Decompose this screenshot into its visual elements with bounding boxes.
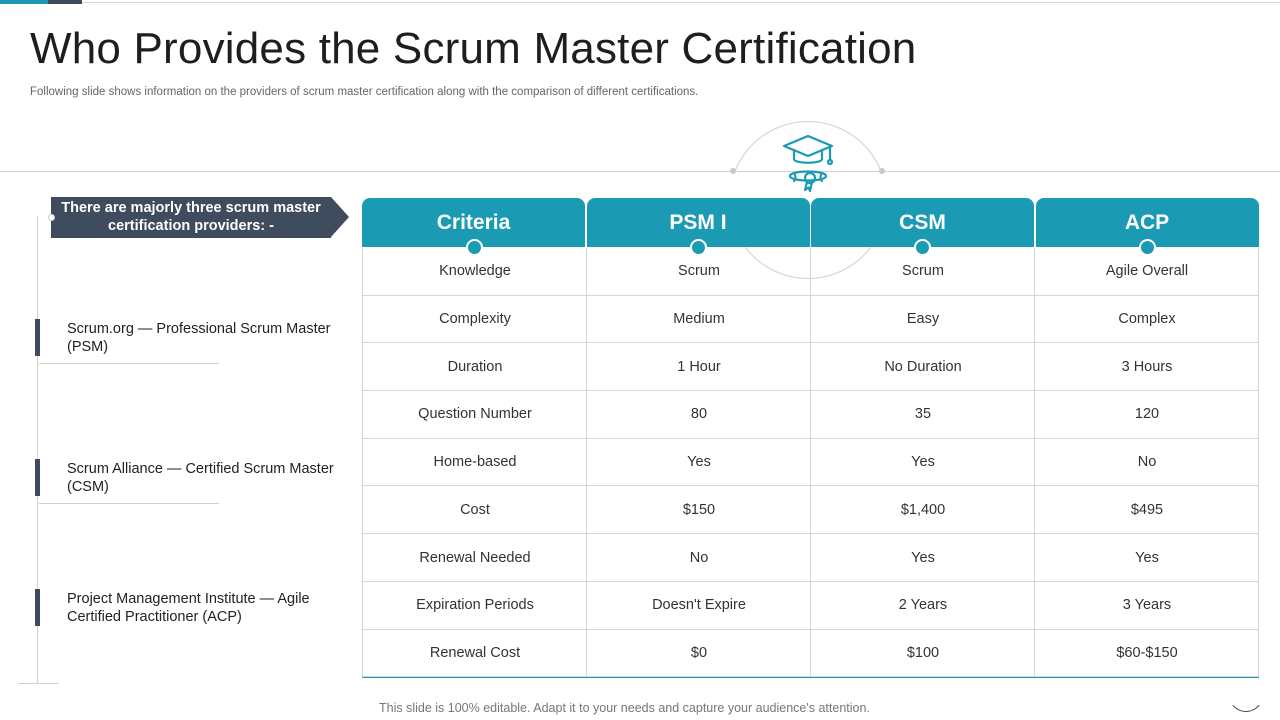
criteria-cell: Complexity (439, 311, 511, 328)
value-cell: Easy (906, 311, 940, 328)
graduation-cap-diploma-icon (782, 134, 834, 193)
header-psm: PSM I (586, 198, 810, 247)
header-dot (690, 239, 707, 256)
value-cell: 120 (1134, 406, 1160, 423)
page-title: Who Provides the Scrum Master Certificat… (30, 24, 917, 73)
value-cell: $1,400 (900, 501, 946, 518)
value-cell: Yes (911, 549, 935, 566)
arc-dot-left (730, 168, 736, 174)
value-cell: Agile Overall (1105, 263, 1189, 280)
provider-divider (39, 503, 219, 504)
value-cell: No (689, 549, 709, 566)
value-cell: 80 (690, 406, 708, 423)
header-criteria: Criteria (362, 198, 585, 247)
value-cell: $150 (682, 501, 716, 518)
value-cell: Scrum (902, 263, 944, 280)
value-cell: 1 Hour (677, 358, 721, 375)
timeline-dot (48, 214, 55, 221)
header-csm: CSM (811, 198, 1034, 247)
value-cell: 3 Hours (1121, 358, 1173, 375)
accent-bar-teal (0, 0, 48, 4)
criteria-cell: Duration (447, 358, 503, 375)
header-dot (1139, 239, 1156, 256)
value-cell: No (1137, 454, 1157, 471)
arc-dot-right (879, 168, 885, 174)
callout-arrow (331, 197, 349, 237)
provider-label: Scrum.org — Professional Scrum Master (P… (67, 321, 331, 355)
criteria-cell: Expiration Periods (416, 597, 534, 614)
top-rule (82, 2, 1280, 3)
value-cell: Yes (687, 454, 711, 471)
provider-marker (35, 589, 40, 626)
header-dot (914, 239, 931, 256)
table-header-row: Criteria PSM I CSM ACP (362, 198, 1259, 256)
value-cell: $100 (906, 644, 940, 661)
value-cell: No Duration (884, 358, 962, 375)
providers-callout: There are majorly three scrum master cer… (51, 197, 331, 238)
header-dot (466, 239, 483, 256)
value-cell: Doesn't Expire (652, 597, 746, 614)
provider-label: Scrum Alliance — Certified Scrum Master … (67, 461, 334, 495)
criteria-cell: Home-based (433, 454, 517, 471)
value-cell: Medium (673, 311, 725, 328)
column-separator (586, 248, 587, 676)
corner-arc (1226, 664, 1266, 712)
value-cell: 35 (914, 406, 932, 423)
header-rule (0, 171, 1280, 172)
provider-psm: Scrum.org — Professional Scrum Master (P… (35, 319, 335, 364)
column-separator (1034, 248, 1035, 676)
header-acp: ACP (1035, 198, 1259, 247)
value-cell: 3 Years (1122, 597, 1172, 614)
column-separator (810, 248, 811, 676)
provider-acp: Project Management Institute — Agile Cer… (35, 589, 335, 633)
page-subtitle: Following slide shows information on the… (30, 86, 699, 98)
provider-marker (35, 459, 40, 496)
footnote: This slide is 100% editable. Adapt it to… (379, 701, 870, 715)
criteria-cell: Renewal Cost (429, 644, 521, 661)
table-row: Renewal Cost $0 $100 $60-$150 (363, 630, 1258, 678)
timeline-line (37, 216, 38, 684)
value-cell: $60-$150 (1116, 644, 1178, 661)
value-cell: Yes (911, 454, 935, 471)
criteria-cell: Question Number (418, 406, 532, 423)
criteria-cell: Cost (460, 501, 490, 518)
value-cell: 2 Years (898, 597, 948, 614)
criteria-cell: Renewal Needed (419, 549, 531, 566)
accent-bar-dark (48, 0, 82, 4)
value-cell: Scrum (678, 263, 720, 280)
provider-marker (35, 319, 40, 356)
criteria-cell: Knowledge (439, 263, 511, 280)
provider-label: Project Management Institute — Agile Cer… (67, 591, 310, 625)
timeline-foot (18, 683, 58, 684)
provider-csm: Scrum Alliance — Certified Scrum Master … (35, 459, 335, 504)
value-cell: Complex (1118, 311, 1176, 328)
provider-divider (39, 363, 219, 364)
value-cell: $0 (690, 644, 708, 661)
value-cell: $495 (1130, 501, 1164, 518)
value-cell: Yes (1135, 549, 1159, 566)
